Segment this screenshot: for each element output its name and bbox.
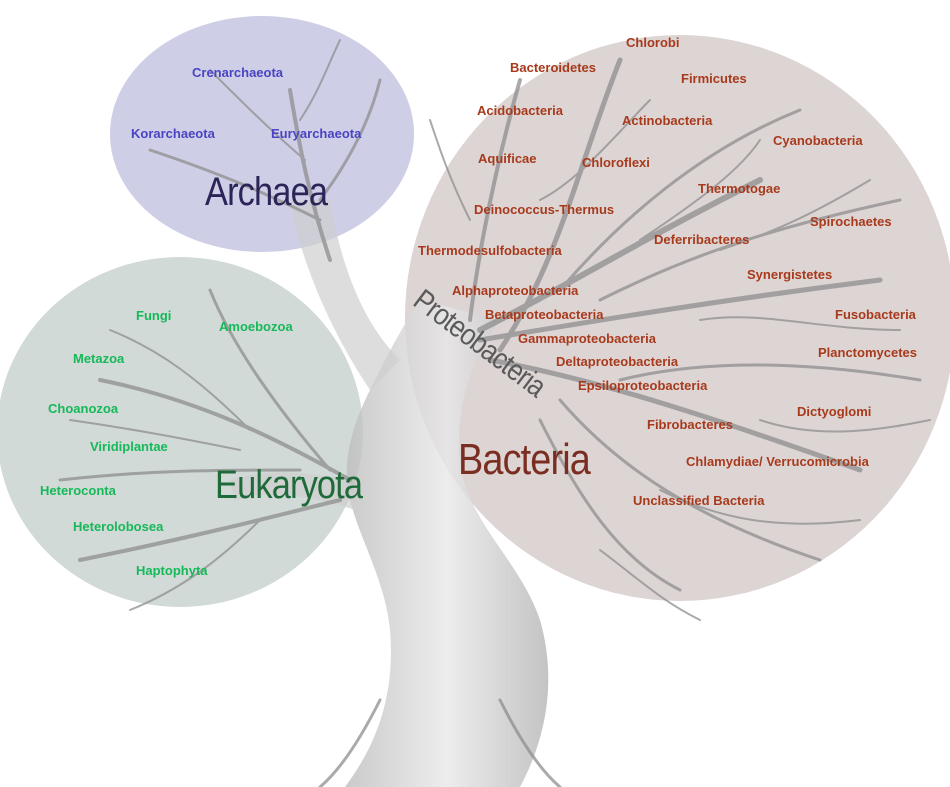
phylum-planctomycetes: Planctomycetes <box>818 346 917 359</box>
phylum-acidobacteria: Acidobacteria <box>477 104 563 117</box>
eukaryota-bubble <box>0 257 363 607</box>
phylum-bacteroidetes: Bacteroidetes <box>510 61 596 74</box>
phylum-fibrobacteres: Fibrobacteres <box>647 418 733 431</box>
phylum-crenarchaeota: Crenarchaeota <box>192 66 283 79</box>
class-deltaproteobacteria: Deltaproteobacteria <box>556 355 678 368</box>
phylum-spirochaetes: Spirochaetes <box>810 215 892 228</box>
phylum-deferribacteres: Deferribacteres <box>654 233 749 246</box>
phylum-choanozoa: Choanozoa <box>48 402 118 415</box>
phylum-fusobacteria: Fusobacteria <box>835 308 916 321</box>
class-alphaproteobacteria: Alphaproteobacteria <box>452 284 578 297</box>
phylum-fungi: Fungi <box>136 309 171 322</box>
phylum-dictyoglomi: Dictyoglomi <box>797 405 871 418</box>
phylum-cyanobacteria: Cyanobacteria <box>773 134 863 147</box>
phylum-chlamydiae-verrucomicrobia: Chlamydiae/ Verrucomicrobia <box>686 455 869 468</box>
domain-label-eukaryota: Eukaryota <box>215 465 362 505</box>
phylum-amoebozoa: Amoebozoa <box>219 320 293 333</box>
phylum-heterolobosea: Heterolobosea <box>73 520 163 533</box>
phylum-viridiplantae: Viridiplantae <box>90 440 168 453</box>
phylum-chloroflexi: Chloroflexi <box>582 156 650 169</box>
class-betaproteobacteria: Betaproteobacteria <box>485 308 603 321</box>
phylum-haptophyta: Haptophyta <box>136 564 208 577</box>
phylum-chlorobi: Chlorobi <box>626 36 679 49</box>
phylum-unclassified-bacteria: Unclassified Bacteria <box>633 494 765 507</box>
domain-label-bacteria: Bacteria <box>458 438 590 482</box>
phylum-metazoa: Metazoa <box>73 352 124 365</box>
phylum-actinobacteria: Actinobacteria <box>622 114 712 127</box>
class-epsiloproteobacteria: Epsiloproteobacteria <box>578 379 707 392</box>
class-gammaproteobacteria: Gammaproteobacteria <box>518 332 656 345</box>
phylum-heteroconta: Heteroconta <box>40 484 116 497</box>
domain-label-archaea: Archaea <box>205 172 327 212</box>
phylum-thermodesulfobacteria: Thermodesulfobacteria <box>418 244 562 257</box>
phylum-korarchaeota: Korarchaeota <box>131 127 215 140</box>
phylum-euryarchaeota: Euryarchaeota <box>271 127 361 140</box>
phylum-synergistetes: Synergistetes <box>747 268 832 281</box>
phylum-thermotogae: Thermotogae <box>698 182 780 195</box>
phylum-aquificae: Aquificae <box>478 152 537 165</box>
phylum-deinococcus-thermus: Deinococcus-Thermus <box>474 203 614 216</box>
phylum-firmicutes: Firmicutes <box>681 72 747 85</box>
